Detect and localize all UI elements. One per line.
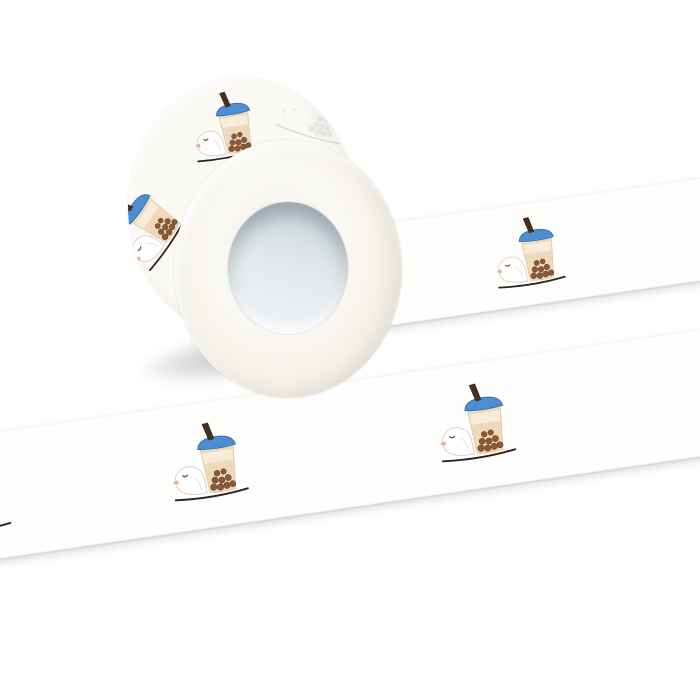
boba-bird-illustration <box>488 212 566 290</box>
tape-roll-core-hole <box>228 202 348 334</box>
boba-bird-illustration <box>0 451 12 538</box>
boba-bird-illustration <box>431 378 517 464</box>
boba-bird-illustration <box>164 417 250 503</box>
tape-roll <box>128 78 404 400</box>
tape-roll-face <box>174 140 402 398</box>
